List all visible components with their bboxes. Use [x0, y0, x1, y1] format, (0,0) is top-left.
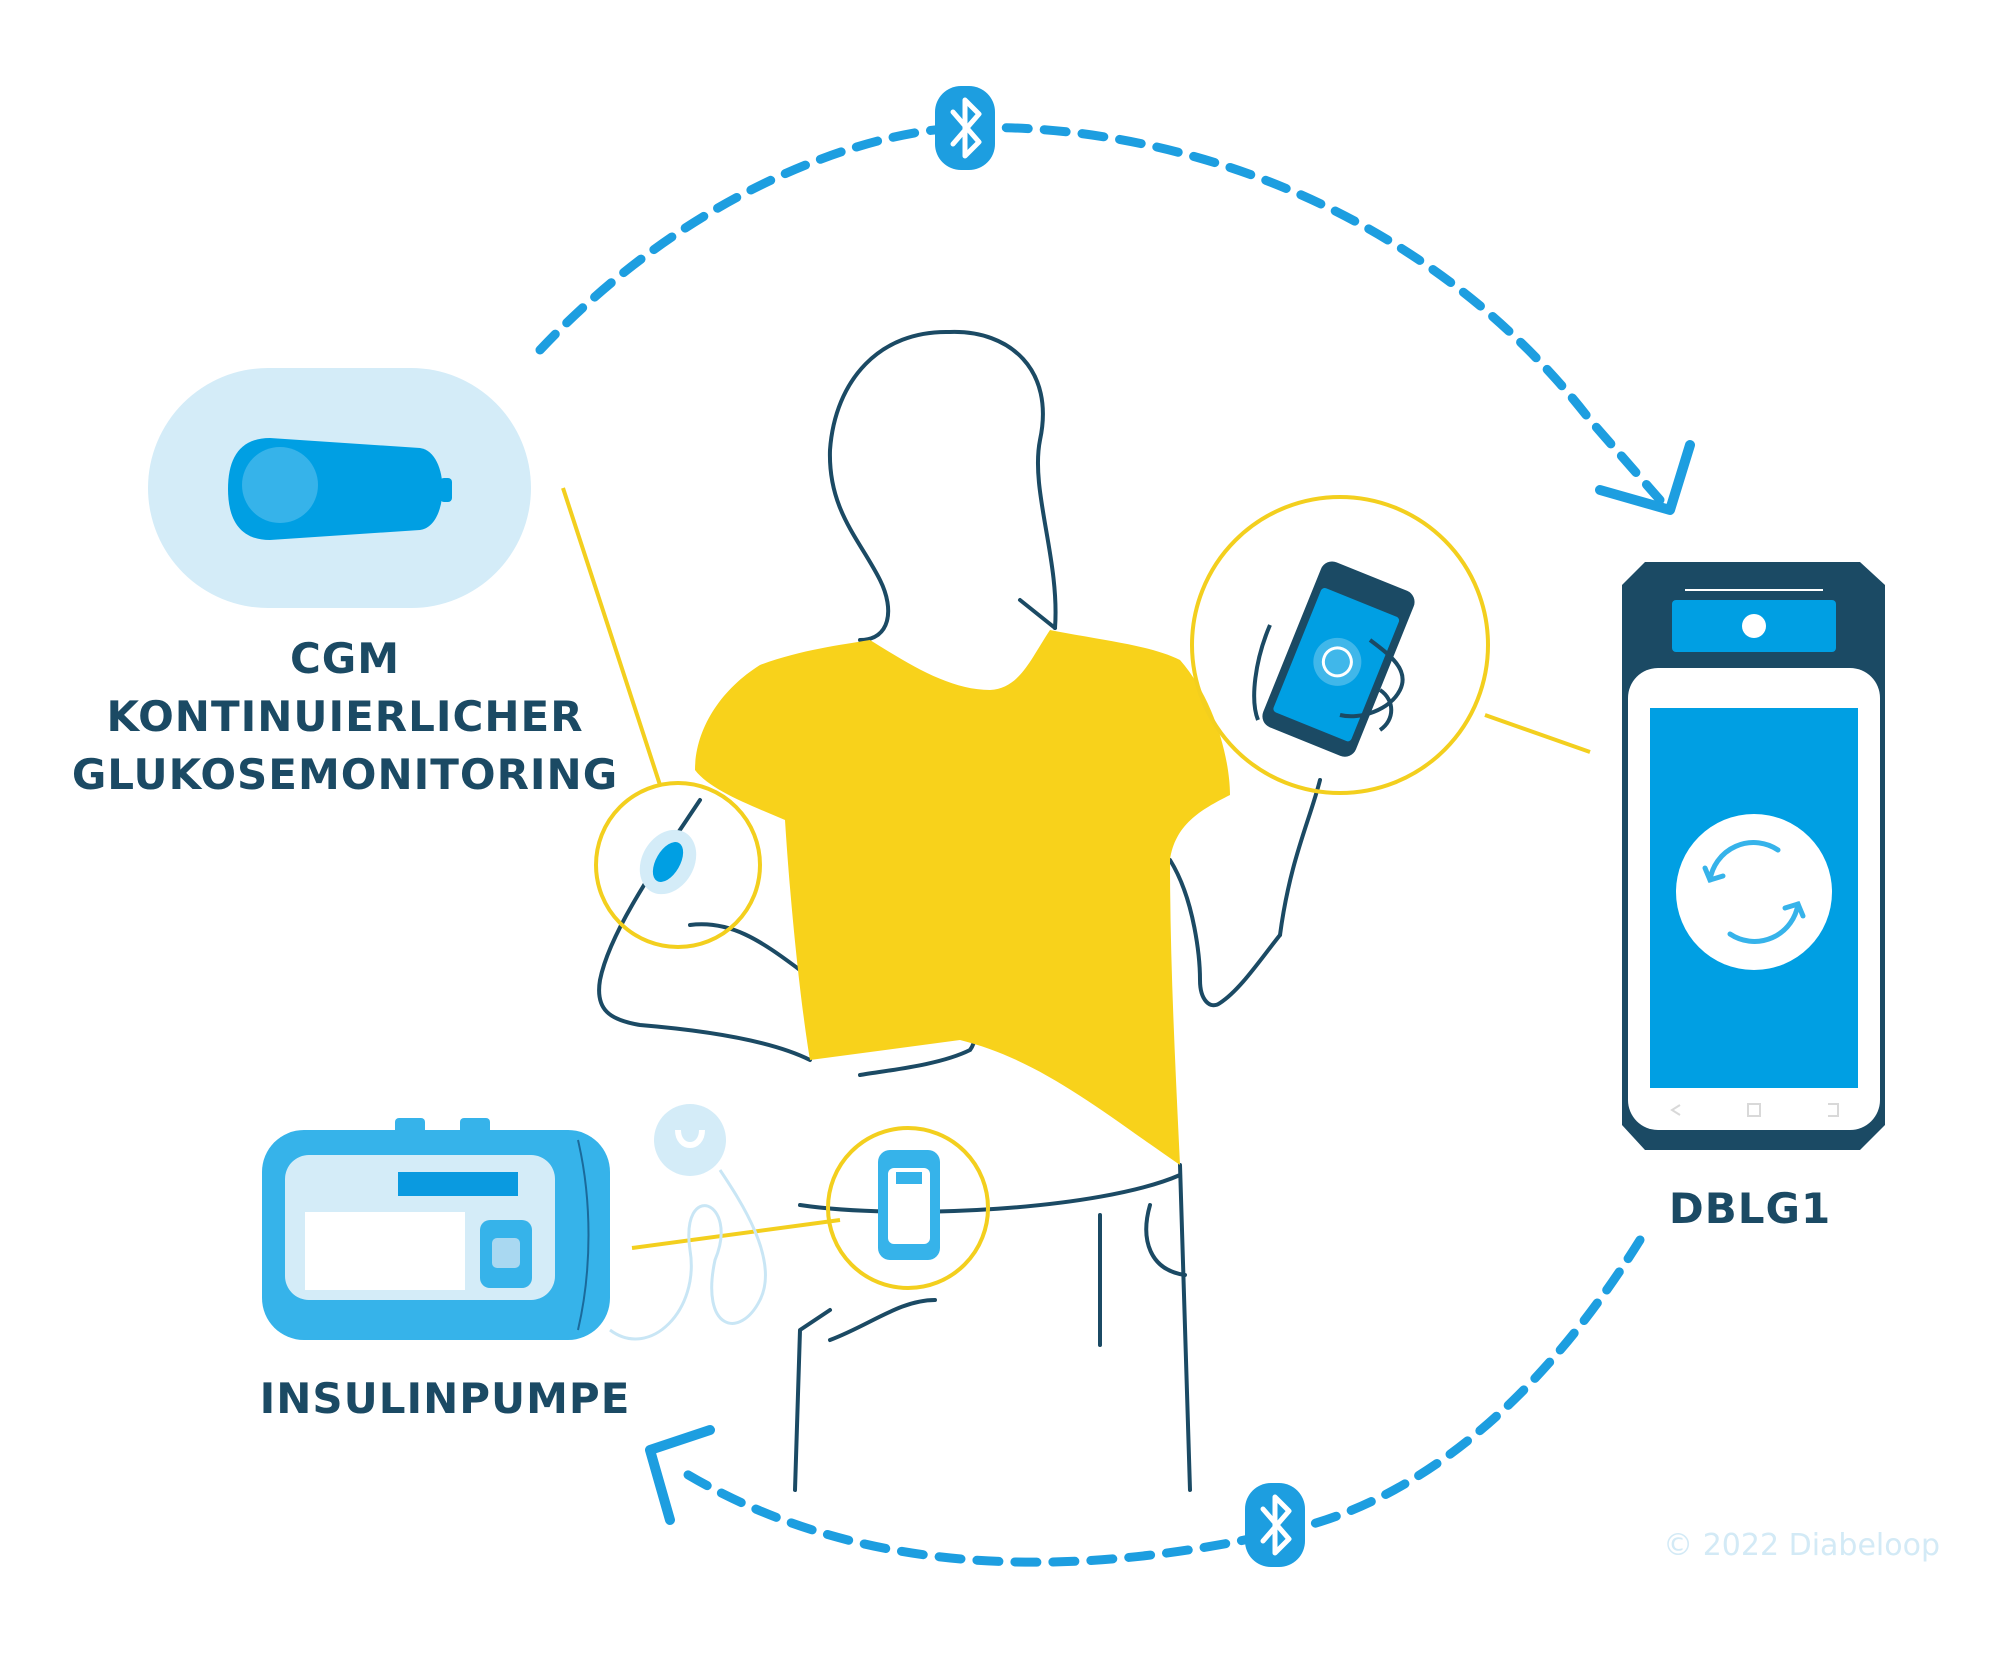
cgm-sensor-illustration: [148, 368, 531, 608]
top-dashed-connection: [535, 122, 1665, 505]
bluetooth-icon-top: [935, 86, 995, 170]
bluetooth-icon-bottom: [1245, 1483, 1305, 1567]
insulin-pump-label: INSULINPUMPE: [259, 1374, 631, 1423]
insulin-pump-illustration: [262, 1104, 767, 1341]
cgm-arm-detail: [594, 781, 762, 949]
cgm-connector-line: [561, 487, 662, 786]
bottom-arrow-head-icon: [645, 1425, 715, 1525]
cgm-label-line2: KONTINUIERLICHER: [106, 692, 584, 741]
yellow-shirt: [695, 630, 1230, 1165]
pump-patch-detail: [826, 1126, 990, 1290]
cgm-label-line3: GLUKOSEMONITORING: [71, 750, 619, 799]
copyright-notice: © 2022 Diabeloop: [1663, 1528, 1940, 1563]
top-arrow-head-icon: [1595, 440, 1695, 515]
pump-connector-line: [631, 1218, 841, 1250]
dblg1-handset-illustration: [1622, 562, 1885, 1150]
sync-icon: [1702, 840, 1806, 944]
dblg1-label: DBLG1: [1668, 1184, 1832, 1233]
cgm-label-line1: CGM: [289, 634, 401, 683]
phone-in-hand-detail: [1190, 495, 1490, 795]
phone-connector-line: [1484, 713, 1591, 754]
bottom-dashed-connection: [675, 1235, 1645, 1567]
cgm-label: CGM KONTINUIERLICHER GLUKOSEMONITORING: [40, 630, 650, 804]
